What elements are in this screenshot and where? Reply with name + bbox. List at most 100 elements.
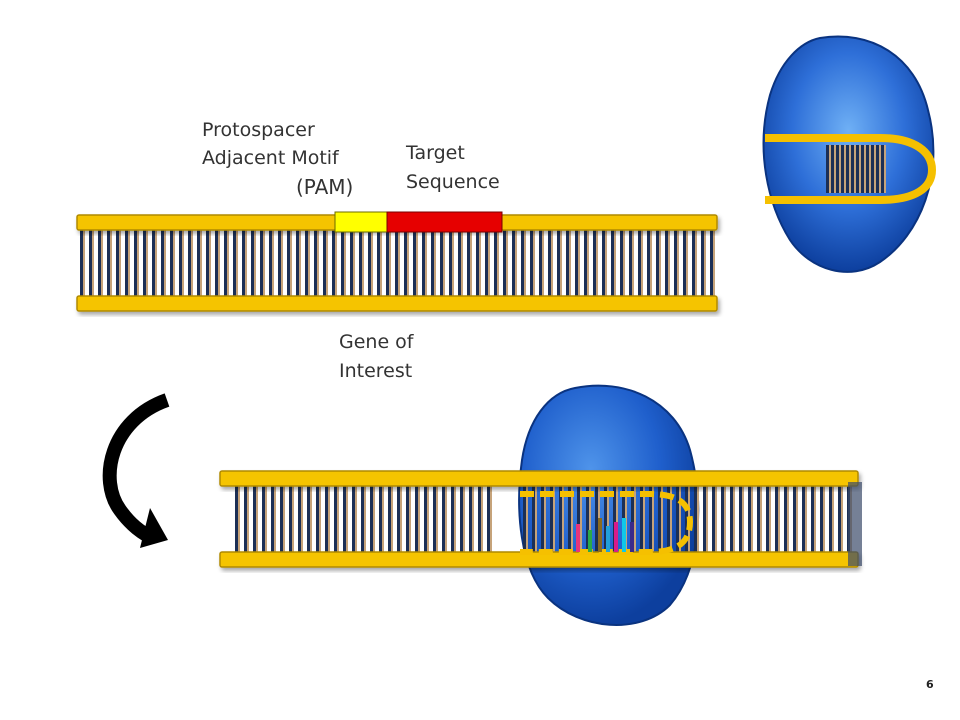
base-pair-rung (116, 230, 119, 296)
base-pair-rung (341, 230, 344, 296)
base-pair-rung-edge (515, 230, 517, 296)
base-pair-rung-edge (841, 486, 843, 552)
base-pair-rung (476, 230, 479, 296)
cas9-bound-dna (219, 384, 862, 626)
base-pair-rung (802, 486, 805, 552)
base-pair-rung (161, 230, 164, 296)
base-pair-rung-edge (292, 486, 294, 552)
base-pair-rung-edge (454, 486, 456, 552)
base-pair-rung-edge (317, 230, 319, 296)
base-pair-rung (692, 230, 695, 296)
base-pair-rung-edge (274, 486, 276, 552)
base-pair-rung-edge (634, 486, 636, 552)
base-pair-rung-edge (596, 230, 598, 296)
base-pair-rung-edge (382, 486, 384, 552)
base-pair-rung (820, 486, 823, 552)
base-pair-rung (841, 145, 844, 193)
base-pair-rung-edge (463, 486, 465, 552)
base-pair-rung-edge (524, 230, 526, 296)
base-pair-rung-edge (706, 486, 708, 552)
base-pair-rung (107, 230, 110, 296)
base-pair-rung (179, 230, 182, 296)
base-pair-rung-edge (605, 230, 607, 296)
base-pair-rung (557, 230, 560, 296)
base-pair-rung (539, 230, 542, 296)
base-pair-rung (721, 486, 724, 552)
base-pair-rung (685, 486, 688, 552)
base-pair-rung-edge (560, 230, 562, 296)
base-pair-rung-edge (344, 230, 346, 296)
base-pair-rung (260, 230, 263, 296)
base-pair-rung-edge (337, 486, 339, 552)
base-pair-rung-edge (668, 230, 670, 296)
base-pair-rung (334, 486, 337, 552)
guide-rna-bound-icon (520, 491, 694, 555)
base-pair-rung (280, 486, 283, 552)
base-pair-rung-edge (182, 230, 184, 296)
base-pair-rung-edge (670, 486, 672, 552)
base-pair-rung (836, 145, 839, 193)
base-pair-rung-edge (461, 230, 463, 296)
base-pair-rung-edge (632, 230, 634, 296)
base-pair-rung-edge (218, 230, 220, 296)
base-pair-rung-edge (834, 145, 836, 193)
base-pair-rung-edge (364, 486, 366, 552)
base-pair-rung-edge (544, 486, 546, 552)
base-pair-rung-edge (715, 486, 717, 552)
base-pair-rung (566, 230, 569, 296)
base-pair-rung-edge (650, 230, 652, 296)
base-pair-rung (748, 486, 751, 552)
guide-rna-icon (765, 134, 937, 204)
base-pair-rung (494, 230, 497, 296)
base-pair-rung (197, 230, 200, 296)
base-pair-rung (577, 486, 580, 552)
base-pair-rung-edge (506, 230, 508, 296)
base-pair-rung-edge (796, 486, 798, 552)
base-pair-rung (757, 486, 760, 552)
curved-arrow-icon (102, 393, 170, 548)
base-pair-rung-edge (578, 230, 580, 296)
base-pair-rung (152, 230, 155, 296)
base-pair-rung (386, 230, 389, 296)
base-pair-rung (125, 230, 128, 296)
base-pair-rung-edge (83, 230, 85, 296)
base-pair-rung (469, 486, 472, 552)
base-pair-rung (388, 486, 391, 552)
guide-rna-bases (576, 518, 634, 552)
base-pair-rung (613, 486, 616, 552)
base-pair-rung-edge (854, 145, 856, 193)
base-pair-rung (206, 230, 209, 296)
base-pair-rung (856, 145, 859, 193)
base-pair-rung-edge (443, 230, 445, 296)
base-pair-rung (595, 486, 598, 552)
base-pair-rung (395, 230, 398, 296)
base-pair-rung-edge (641, 230, 643, 296)
base-pair-rung (775, 486, 778, 552)
base-pair-rung (314, 230, 317, 296)
base-pair-rung (487, 486, 490, 552)
base-pair-rung (415, 486, 418, 552)
base-pair-rung-edge (445, 486, 447, 552)
base-pair-rung (611, 230, 614, 296)
base-pair-rung (431, 230, 434, 296)
base-pair-rung-edge (436, 486, 438, 552)
base-pair-rung-edge (832, 486, 834, 552)
base-pair-rung-edge (652, 486, 654, 552)
base-pair-rung-edge (679, 486, 681, 552)
cas9-complex-top (762, 35, 937, 273)
base-pair-rung (350, 230, 353, 296)
base-pair-rung-edge (814, 486, 816, 552)
base-pair-rung (871, 145, 874, 193)
gene-label-line1: Gene of (339, 331, 414, 353)
base-pair-rung-edge (580, 486, 582, 552)
top-dna-strand (76, 211, 718, 312)
base-pair-rung-edge (407, 230, 409, 296)
base-pair-rung (575, 230, 578, 296)
base-pair-rung (586, 486, 589, 552)
base-pair-rung-edge (481, 486, 483, 552)
base-pair-rung (449, 230, 452, 296)
base-pair-rung (289, 486, 292, 552)
base-pair-rung-edge (751, 486, 753, 552)
base-pair-rung-edge (695, 230, 697, 296)
